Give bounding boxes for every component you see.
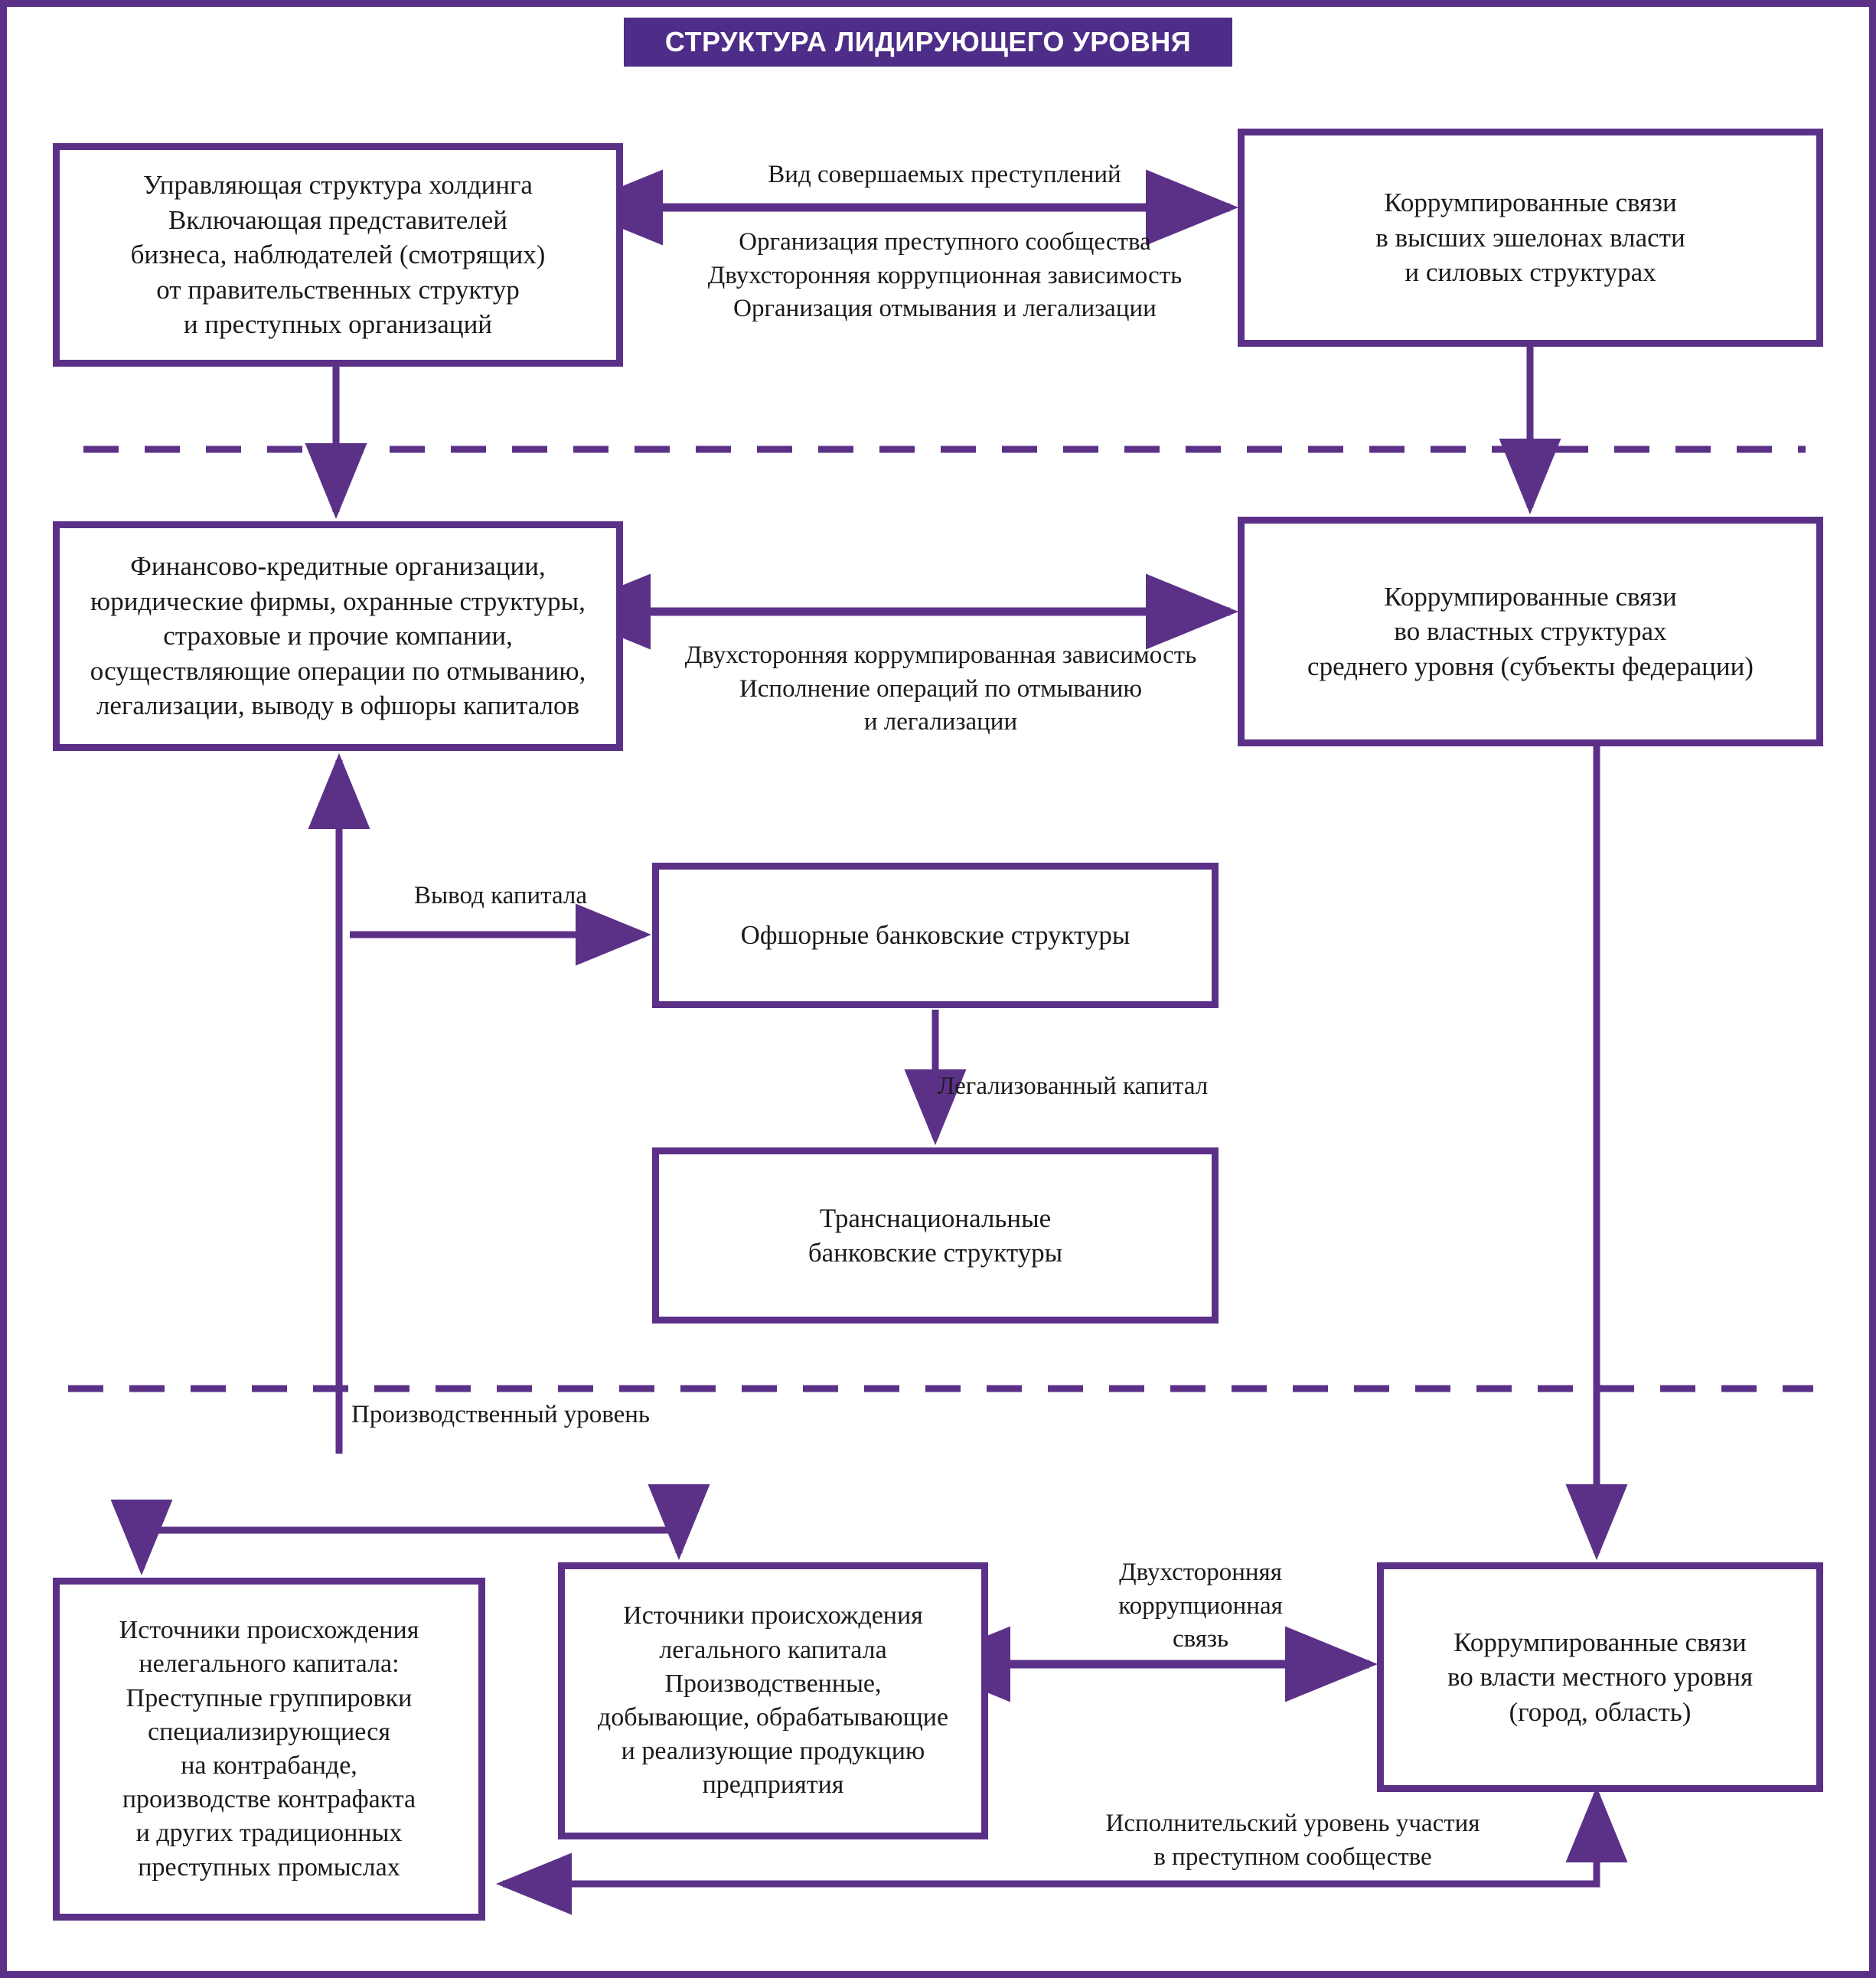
edge-label-executive-level: Исполнительский уровень участия в престу… bbox=[1105, 1810, 1480, 1871]
node-holding-structure[interactable]: Управляющая структура холдинга Включающа… bbox=[53, 143, 623, 367]
edge-label-crimes-list: Организация преступного сообщества Двухс… bbox=[707, 228, 1183, 323]
node-illegal-capital-sources-label: Источники происхождения нелегального кап… bbox=[119, 1616, 419, 1882]
node-holding-structure-label: Управляющая структура холдинга Включающа… bbox=[130, 170, 546, 340]
edge-label-legalized-capital: Легализованный капитал bbox=[938, 1072, 1209, 1100]
node-legal-capital-sources-label: Источники происхождения легального капит… bbox=[597, 1601, 949, 1800]
node-local-level-power-label: Коррумпированные связи во власти местног… bbox=[1447, 1627, 1754, 1727]
node-offshore-banking[interactable]: Офшорные банковские структуры bbox=[652, 863, 1219, 1008]
node-mid-level-power[interactable]: Коррумпированные связи во властных струк… bbox=[1238, 517, 1823, 746]
node-top-level-power-label: Коррумпированные связи в высших эшелонах… bbox=[1375, 188, 1685, 288]
node-local-level-power[interactable]: Коррумпированные связи во власти местног… bbox=[1377, 1562, 1823, 1792]
node-offshore-banking-label: Офшорные банковские структуры bbox=[740, 920, 1130, 951]
edge-label-capital-withdrawal: Вывод капитала bbox=[413, 882, 588, 909]
edge-label-two-way-corrupt-link: Двухсторонняя коррупционная связь bbox=[1118, 1559, 1283, 1653]
edge-label-production-level: Производственный уровень bbox=[351, 1401, 650, 1428]
node-legal-capital-sources[interactable]: Источники происхождения легального капит… bbox=[558, 1562, 988, 1839]
node-mid-level-power-label: Коррумпированные связи во властных струк… bbox=[1307, 581, 1754, 681]
node-illegal-capital-sources[interactable]: Источники происхождения нелегального кап… bbox=[53, 1578, 485, 1921]
node-top-level-power[interactable]: Коррумпированные связи в высших эшелонах… bbox=[1238, 129, 1823, 347]
page-title: СТРУКТУРА ЛИДИРУЮЩЕГО УРОВНЯ bbox=[624, 18, 1232, 67]
node-transnational-banking-label: Транснациональные банковские структуры bbox=[807, 1203, 1063, 1268]
node-transnational-banking[interactable]: Транснациональные банковские структуры bbox=[652, 1147, 1219, 1324]
edge-label-two-way-dependency: Двухсторонняя коррумпированная зависимос… bbox=[684, 641, 1197, 736]
node-financial-organizations[interactable]: Финансово-кредитные организации, юридиче… bbox=[53, 521, 623, 751]
edge-label-crimes-type: Вид совершаемых преступлений bbox=[768, 161, 1121, 188]
node-financial-organizations-label: Финансово-кредитные организации, юридиче… bbox=[90, 551, 586, 721]
